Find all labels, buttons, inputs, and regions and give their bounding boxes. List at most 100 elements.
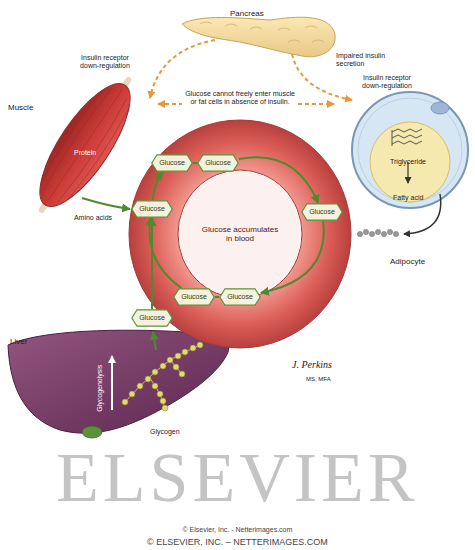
liver — [8, 330, 229, 438]
liver — [122, 342, 203, 411]
label-slot: Glucose cannot freely enter muscle or fa… — [182, 90, 298, 107]
glucose-hexagon: Glucose — [219, 288, 261, 306]
liver — [160, 363, 166, 369]
label-slot: Impaired insulin secretion — [336, 52, 398, 69]
hexagon-outline — [220, 289, 260, 305]
muscle — [21, 66, 149, 224]
liver — [162, 405, 168, 411]
artist-degree: MS, MFA — [306, 376, 331, 383]
liver — [8, 330, 229, 433]
note-text: Impaired insulin secretion — [336, 52, 398, 69]
glucose-text: Glucose — [159, 159, 185, 167]
glucose-flow-arrow — [261, 221, 324, 293]
adipocyte — [352, 92, 468, 208]
glucose-hexagon: Glucose — [173, 288, 215, 306]
liver — [111, 356, 113, 410]
glucose-text: Glucose — [139, 314, 165, 322]
adipocyte — [375, 229, 380, 234]
glucose-text: Glucose — [139, 205, 165, 213]
liver — [152, 369, 158, 375]
label-slot: Triglyceride — [390, 150, 426, 158]
label-slot: Protein — [74, 141, 96, 149]
artist-signature: J. Perkins — [292, 359, 332, 371]
amino-acid-arrow — [82, 198, 130, 209]
organ-label: Liver — [10, 337, 27, 347]
note-text: Insulin receptor down-regulation — [356, 74, 418, 91]
glucose-text: Glucose — [227, 293, 253, 301]
watermark: ELSEVIER — [56, 436, 419, 520]
adipocyte — [392, 129, 422, 146]
ring-text: Glucose accumulates in blood — [200, 225, 280, 244]
glucose-flow-arrow — [151, 218, 153, 309]
part-label: Glycogen — [150, 428, 180, 436]
process-label: Glycogenolysis — [96, 365, 104, 412]
organ-label: Muscle — [8, 103, 33, 113]
hexagon-outline — [152, 155, 192, 171]
liver — [175, 353, 181, 359]
glucose-flow-arrow — [215, 296, 219, 298]
adipocyte — [357, 229, 398, 236]
part-label: Amino acids — [72, 214, 114, 222]
glucose-hexagon: Glucose — [131, 200, 173, 218]
label-slot: Insulin receptor down-regulation — [356, 74, 418, 91]
label-slot: Fatty acid — [393, 186, 423, 194]
note-text: Glucose cannot freely enter muscle or fa… — [182, 90, 298, 107]
liver — [145, 376, 151, 382]
adipocyte — [407, 162, 408, 183]
liver — [173, 364, 179, 370]
glucose-text: Glucose — [309, 208, 335, 216]
pancreas — [182, 17, 335, 57]
adipocyte — [431, 102, 449, 114]
hexagon-outline — [132, 310, 172, 326]
liver — [167, 357, 173, 363]
label-slot: J. Perkins — [292, 354, 332, 366]
label-slot: Adipocyte — [390, 250, 425, 260]
glucose-text: Glucose — [181, 293, 207, 301]
amino-acid-arrow — [82, 198, 130, 209]
liver — [82, 426, 102, 438]
adipocyte — [363, 229, 368, 234]
part-label: Fatty acid — [393, 194, 423, 202]
liver — [190, 345, 196, 351]
organ-label: Adipocyte — [390, 257, 425, 267]
hexagon-outline — [302, 204, 342, 220]
label-slot: Liver — [10, 330, 27, 340]
glucose-hexagon: Glucose — [197, 154, 239, 172]
label-slot: © Elsevier, Inc. - Netterimages.com — [183, 518, 293, 526]
ring-hole-ground — [179, 171, 301, 297]
liver — [137, 383, 143, 389]
ring-hole: Glucose accumulates in blood — [200, 225, 280, 244]
copyright: © ELSEVIER, INC. – NETTERIMAGES.COM — [147, 537, 328, 548]
part-label: Triglyceride — [390, 158, 426, 166]
hexagon-outline — [132, 201, 172, 217]
pancreas — [182, 17, 335, 57]
liver — [125, 345, 200, 408]
glucose-flow-arrow — [150, 218, 182, 288]
muscle — [33, 80, 138, 211]
glucose-hexagon: Glucose — [301, 203, 343, 221]
organ-label: Pancreas — [230, 9, 264, 19]
label-slot: Muscle — [8, 96, 33, 106]
liver — [182, 349, 188, 355]
liver — [160, 398, 166, 404]
label-slot: Glycogenolysis — [77, 376, 124, 384]
adipocyte — [393, 231, 398, 236]
hexagon-outline — [174, 289, 214, 305]
adipocyte — [370, 122, 450, 202]
adipocyte — [357, 231, 362, 236]
glucose-text: Glucose — [205, 159, 231, 167]
liver — [197, 342, 203, 348]
copyright: © Elsevier, Inc. - Netterimages.com — [183, 526, 293, 534]
label-slot: Pancreas — [230, 2, 264, 12]
adipocyte — [381, 231, 386, 236]
ring-band — [129, 120, 351, 348]
part-label: Protein — [74, 149, 96, 157]
pancreas — [200, 22, 324, 42]
adipocyte — [358, 98, 462, 202]
glucose-hexagon: Glucose — [131, 309, 173, 327]
glucose-flow-arrow — [193, 162, 197, 164]
liver — [152, 383, 158, 389]
note-text: Insulin receptor down-regulation — [74, 54, 136, 71]
